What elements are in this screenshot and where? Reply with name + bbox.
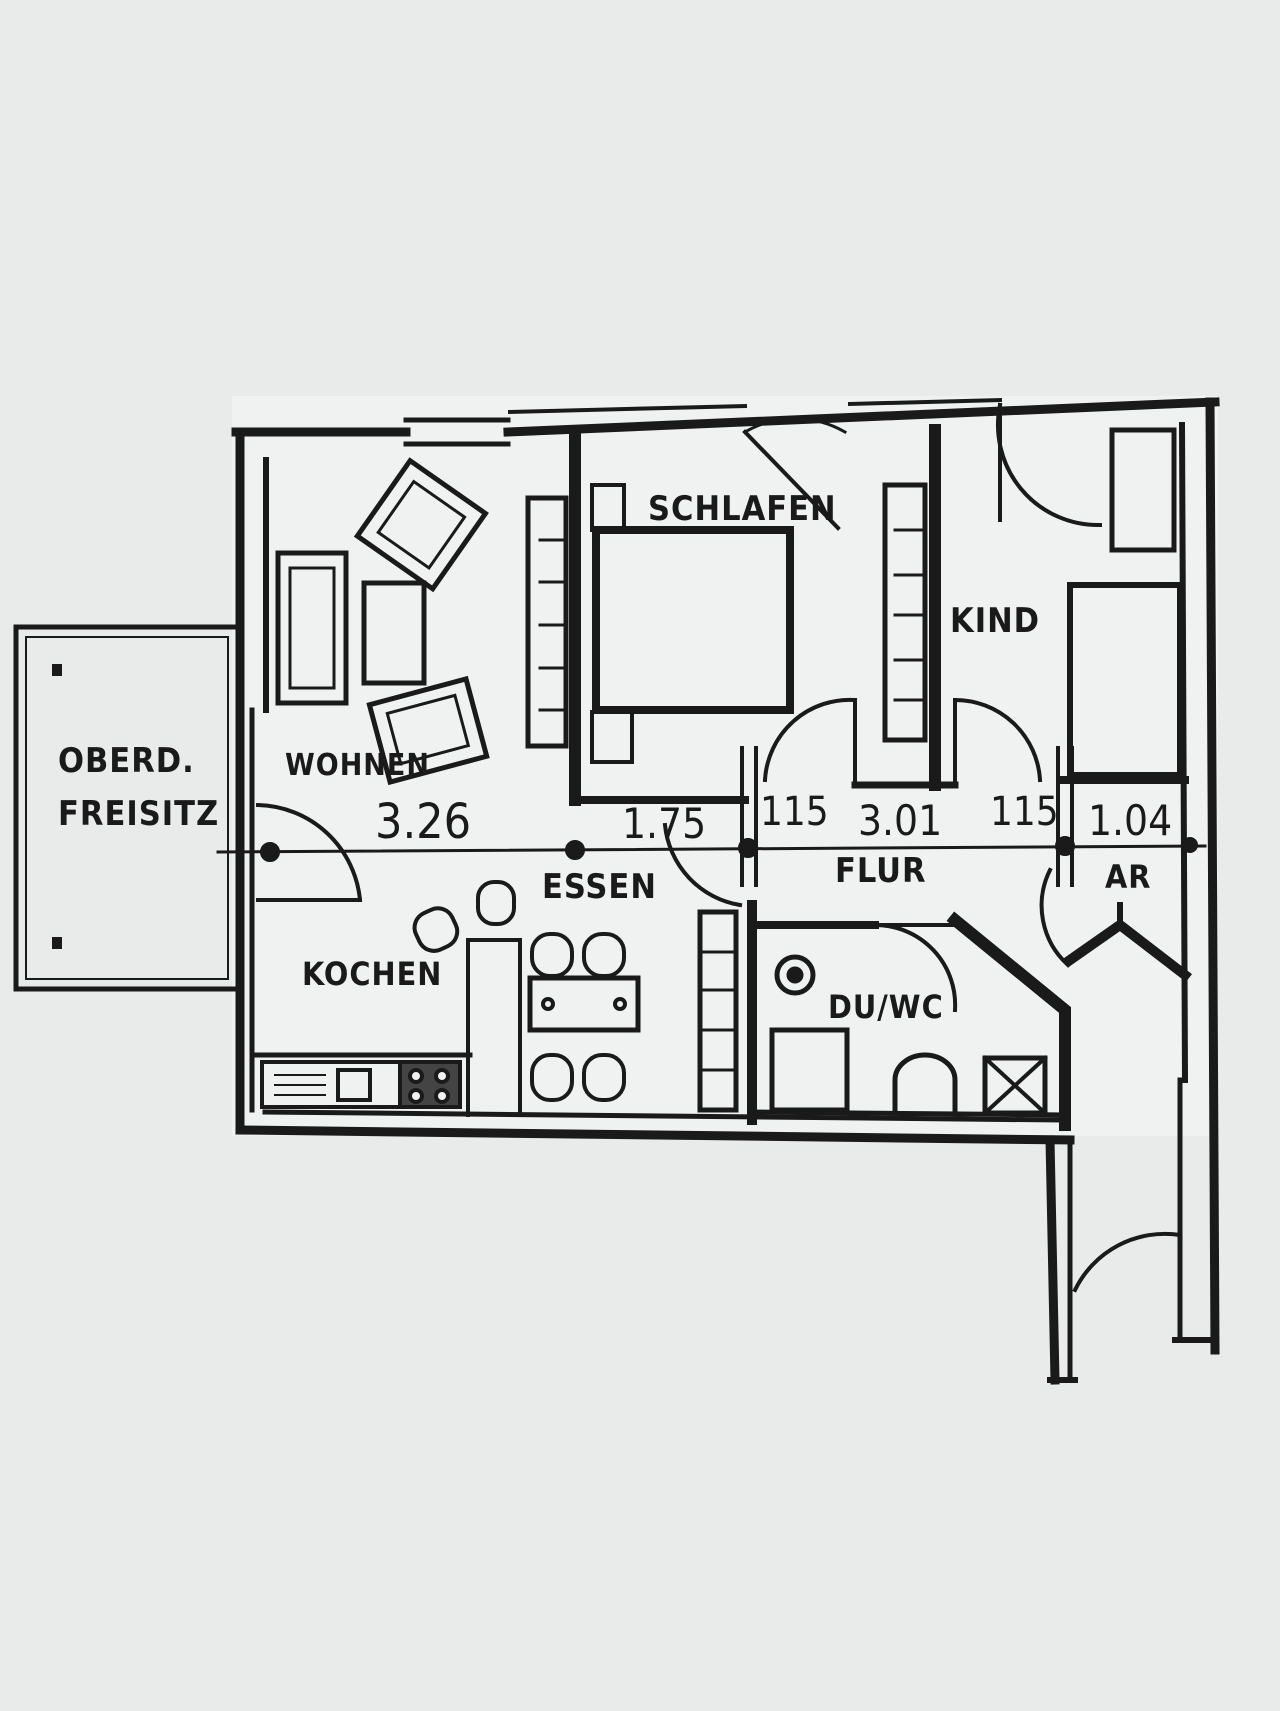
storage-label: AR — [1105, 858, 1151, 896]
axis-markers — [260, 746, 1198, 887]
dimension-label: 3.01 — [858, 796, 942, 845]
dimension-label: 115 — [990, 789, 1059, 835]
dimension-label: 115 — [760, 789, 829, 835]
dimension-label: 1.04 — [1088, 796, 1172, 845]
terrace-label-line2: FREISITZ — [58, 794, 219, 834]
room-labels: OBERD. FREISITZ WOHNEN SCHLAFEN KIND ESS… — [58, 489, 1151, 1026]
door-swings — [255, 402, 1183, 1293]
plan-paper — [232, 396, 1218, 1136]
hall-label: FLUR — [835, 851, 927, 891]
interior-walls — [216, 424, 1207, 1131]
child-room-label: KIND — [950, 601, 1040, 641]
bath-fixtures — [769, 954, 1048, 1116]
dining-furniture — [412, 880, 641, 1102]
bedroom-furniture — [525, 483, 794, 764]
bath-label: DU/WC — [828, 988, 944, 1026]
living-room-label: WOHNEN — [285, 748, 430, 783]
dining-label: ESSEN — [542, 867, 657, 907]
kitchen-counter — [260, 1060, 462, 1109]
dimension-label: 1.75 — [622, 799, 706, 848]
living-furniture — [275, 457, 490, 786]
outer-walls — [231, 397, 1220, 1385]
kind-furniture — [882, 427, 1183, 778]
kitchen-label: KOCHEN — [302, 955, 442, 993]
hall-wardrobe — [697, 909, 739, 1113]
dimension-label: 3.26 — [375, 794, 471, 850]
bedroom-label: SCHLAFEN — [648, 489, 837, 529]
terrace-label-line1: OBERD. — [58, 741, 195, 781]
dimension-labels: 3.26 1.75 115 3.01 115 1.04 — [375, 789, 1172, 850]
